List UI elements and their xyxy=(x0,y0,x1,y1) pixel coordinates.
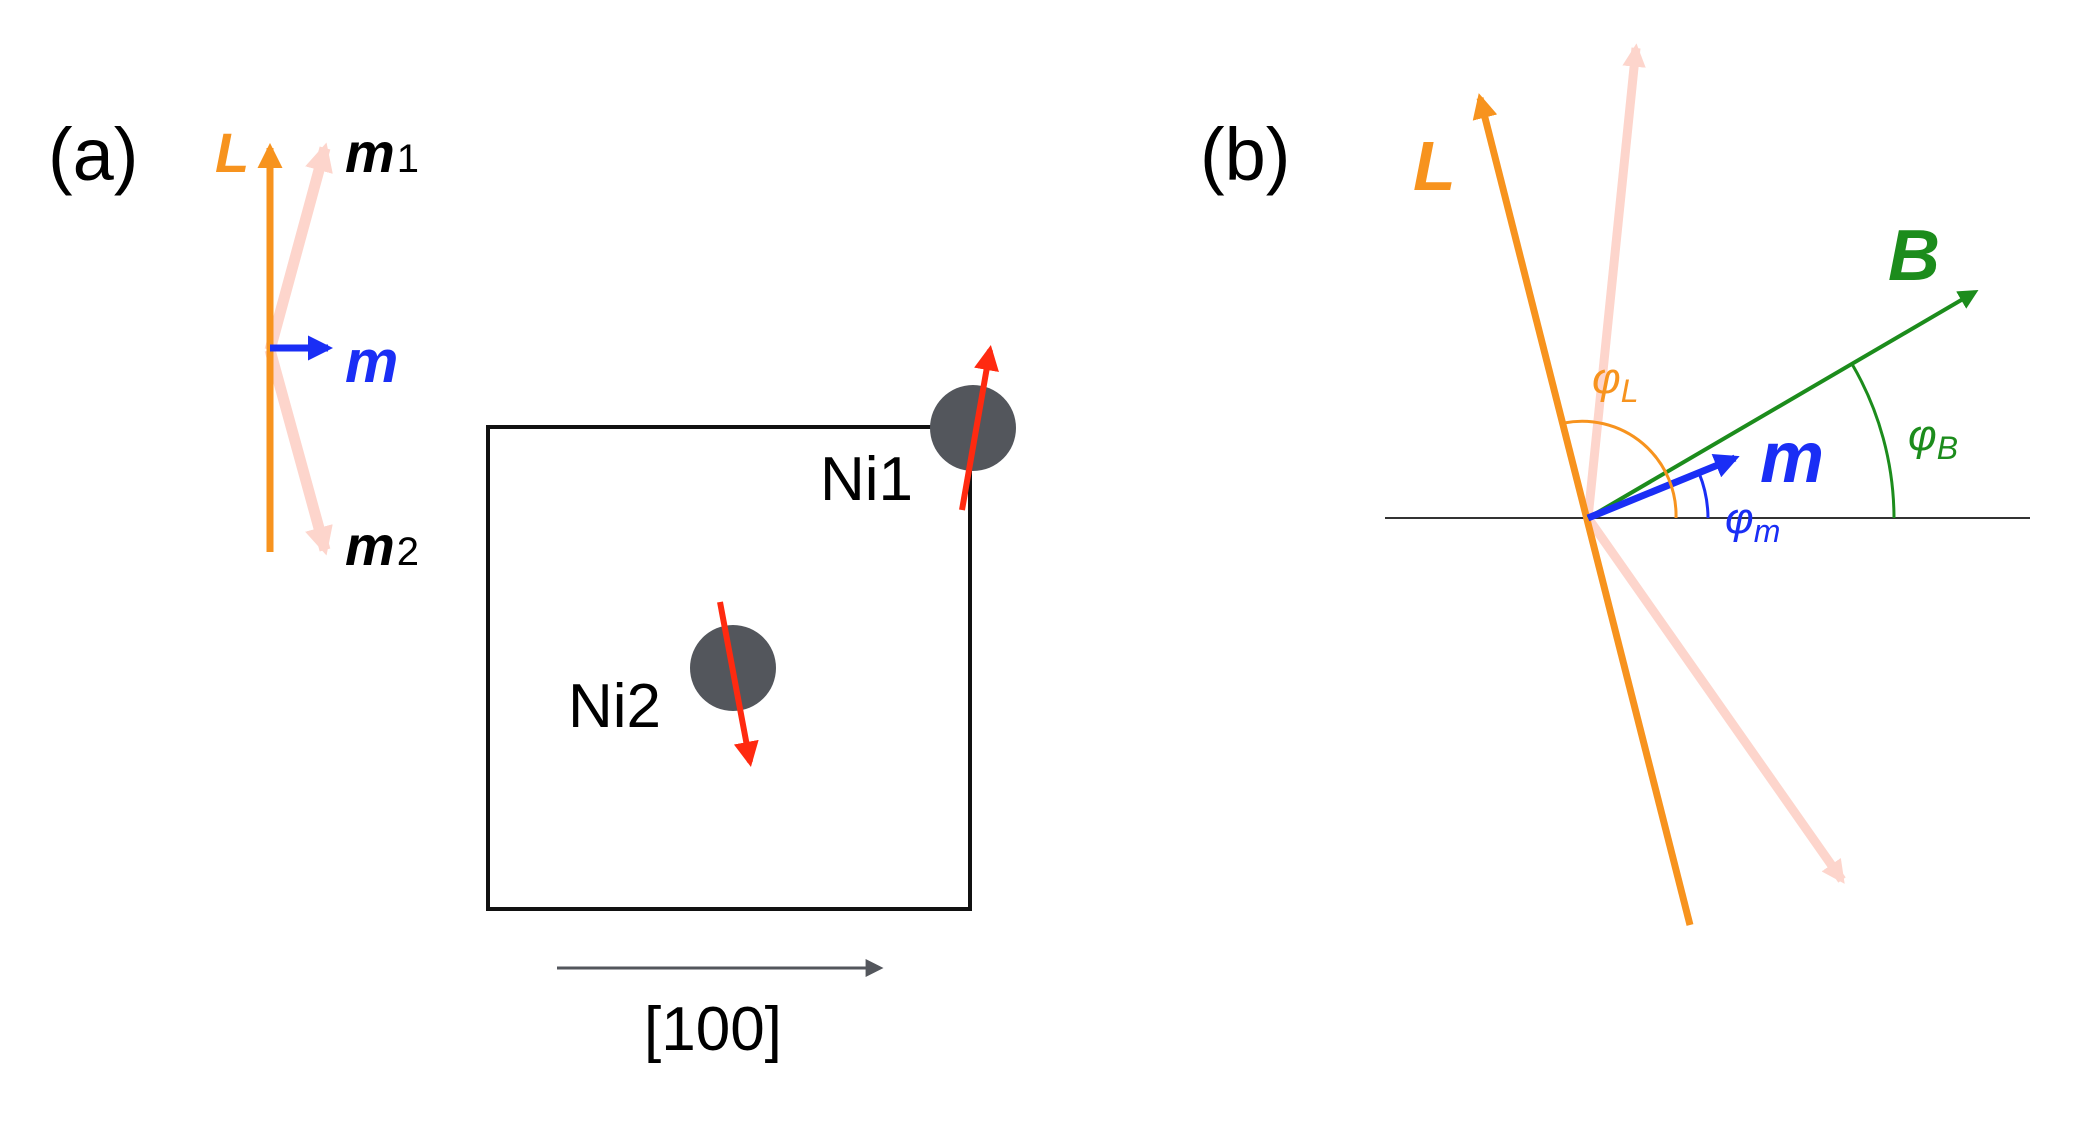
unit-cell xyxy=(486,425,972,911)
ni2-label: Ni2 xyxy=(568,672,661,741)
L-label: L xyxy=(1413,127,1456,205)
m2-label: m2 xyxy=(345,514,419,577)
m1-vector-faded xyxy=(1583,43,1646,519)
m2-vector-faded xyxy=(1584,515,1846,884)
ni1-label: Ni1 xyxy=(820,445,913,514)
m-vector xyxy=(1586,453,1740,522)
ni2-spin xyxy=(717,601,759,767)
panel-a-label: (a) xyxy=(48,113,138,196)
L-vector xyxy=(1472,93,1694,926)
panel-b: (b) L B m φL φB φm xyxy=(1200,43,2030,926)
ni1-spin xyxy=(959,345,999,511)
m1-vector xyxy=(264,142,333,352)
panel-b-label: (b) xyxy=(1200,113,1290,196)
phi-L-label: φL xyxy=(1592,354,1639,409)
phi-m-arc xyxy=(1697,472,1710,519)
B-label: B xyxy=(1888,216,1940,296)
L-label: L xyxy=(215,121,249,184)
B-vector xyxy=(1586,289,1979,520)
phi-L-arc xyxy=(1563,419,1678,519)
phi-B-arc xyxy=(1850,363,1896,519)
direction-label: [100] xyxy=(644,995,782,1064)
m-label: m xyxy=(345,328,398,395)
phi-B-label: φB xyxy=(1908,411,1958,466)
ni1-atom xyxy=(930,385,1016,471)
phi-m-label: φm xyxy=(1725,494,1780,549)
m1-label: m1 xyxy=(345,121,419,184)
m-label: m xyxy=(1760,418,1824,498)
m2-vector xyxy=(264,348,333,556)
panel-a: (a) L m m1 m2 Ni1 Ni2 [100] xyxy=(48,113,1016,1064)
